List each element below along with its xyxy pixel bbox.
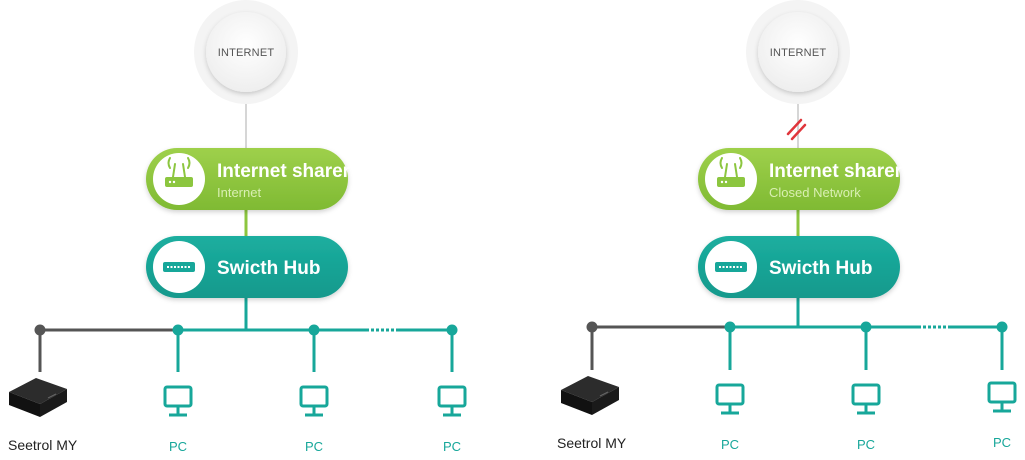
pc-label: PC [993, 435, 1011, 450]
switch-hub-node: Swicth Hub [698, 236, 900, 298]
switch-icon [163, 262, 195, 272]
sharer-subtitle: Internet [217, 185, 261, 200]
monitor-icon [163, 385, 193, 417]
sharer-title: Internet sharer [769, 161, 903, 182]
internet-node: INTERNET [746, 0, 850, 104]
set-top-box-icon [9, 378, 67, 417]
internet-sharer-node: Internet sharer Closed Network [698, 148, 903, 210]
internet-sharer-node: Internet sharer Internet [146, 148, 351, 210]
network-diagram: INTERNET Internet sharer Internet [8, 0, 467, 454]
broken-link-mark [786, 118, 807, 141]
internet-label: INTERNET [770, 47, 827, 59]
device-label: Seetrol MY [557, 435, 627, 451]
hub-title: Swicth Hub [217, 258, 320, 279]
pc-junction-dot [996, 321, 1008, 333]
device-junction-dot [586, 321, 598, 333]
switch-hub-node: Swicth Hub [146, 236, 348, 298]
pc-label: PC [443, 439, 461, 454]
pc-node: PC [987, 381, 1017, 450]
pc-label: PC [857, 437, 875, 452]
pc-node: PC [715, 383, 745, 452]
pc-node: PC [299, 385, 329, 454]
router-icon [717, 157, 745, 187]
internet-label: INTERNET [218, 47, 275, 59]
pc-node: PC [437, 385, 467, 454]
sharer-title: Internet sharer [217, 161, 351, 182]
pc-junction-dot [172, 324, 184, 336]
pc-junction-dot [308, 324, 320, 336]
pc-junction-dot [446, 324, 458, 336]
pc-junction-dot [724, 321, 736, 333]
monitor-icon [437, 385, 467, 417]
hub-title: Swicth Hub [769, 258, 872, 279]
monitor-icon [851, 383, 881, 415]
set-top-box-icon [561, 376, 619, 415]
monitor-icon [987, 381, 1017, 413]
router-icon [165, 157, 193, 187]
internet-node: INTERNET [194, 0, 298, 104]
pc-label: PC [169, 439, 187, 454]
pc-node: PC [163, 385, 193, 454]
pc-label: PC [721, 437, 739, 452]
device-junction-dot [34, 324, 46, 336]
pc-node: PC [851, 383, 881, 452]
network-diagram: INTERNET Internet sharer Closed Network [557, 0, 1017, 452]
device-label: Seetrol MY [8, 437, 78, 453]
monitor-icon [715, 383, 745, 415]
pc-label: PC [305, 439, 323, 454]
pc-junction-dot [860, 321, 872, 333]
switch-icon [715, 262, 747, 272]
monitor-icon [299, 385, 329, 417]
sharer-subtitle: Closed Network [769, 185, 861, 200]
